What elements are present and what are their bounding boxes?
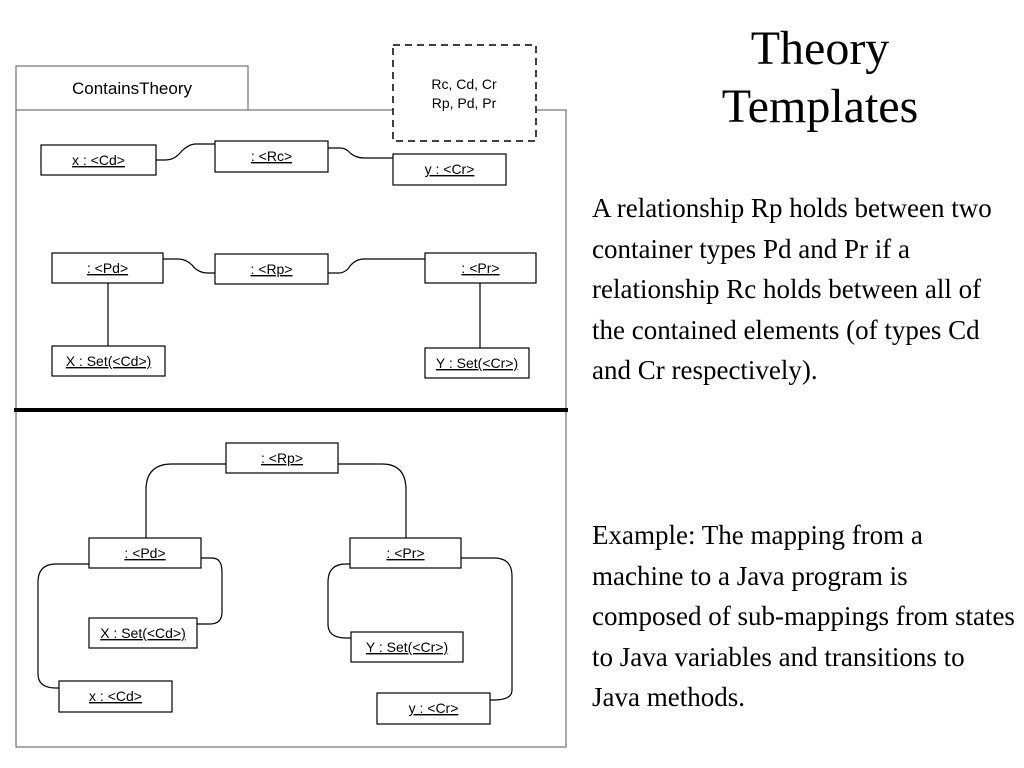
link-rp-pr — [328, 258, 425, 274]
description-paragraph: A relationship Rp holds between two cont… — [592, 193, 992, 385]
node-upper-pr: : <Pr> — [424, 252, 537, 284]
node-upper-rc-label: : <Rc> — [251, 148, 292, 164]
node-upper-y-set: Y : Set(<Cr>) — [424, 347, 530, 379]
link-xcd-rc — [156, 143, 215, 161]
node-upper-x-set: X : Set(<Cd>) — [51, 345, 166, 377]
node-upper-x-set-label: X : Set(<Cd>) — [66, 353, 152, 369]
node-lower-y-set: Y : Set(<Cr>) — [350, 631, 464, 663]
node-lower-pr-label: : <Pr> — [386, 545, 424, 561]
node-upper-pd: : <Pd> — [51, 252, 164, 284]
link-pd-rp — [163, 258, 215, 274]
node-upper-rp: : <Rp> — [214, 253, 329, 285]
link-pr-ycr-lower — [461, 557, 513, 701]
link-rp-pd-lower — [145, 463, 226, 538]
node-upper-pd-label: : <Pd> — [87, 260, 128, 276]
template-parameters-line2: Rp, Pd, Pr — [432, 95, 497, 111]
package-body — [15, 109, 567, 748]
link-rp-pr-lower — [338, 463, 407, 538]
node-lower-pd: : <Pd> — [88, 537, 202, 569]
node-upper-y-set-label: Y : Set(<Cr>) — [436, 355, 518, 371]
node-lower-y-set-label: Y : Set(<Cr>) — [366, 639, 448, 655]
node-lower-x-cd-label: x : <Cd> — [89, 688, 142, 704]
node-upper-rc: : <Rc> — [214, 140, 329, 173]
node-lower-rp-label: : <Rp> — [261, 450, 303, 466]
template-parameters-box — [392, 44, 537, 142]
package-tab-label: ContainsTheory — [72, 79, 193, 98]
node-lower-y-cr: y : <Cr> — [376, 692, 491, 725]
node-lower-rp: : <Rp> — [225, 442, 339, 474]
node-upper-pr-label: : <Pr> — [461, 260, 499, 276]
template-parameters-line1: Rc, Cd, Cr — [431, 76, 497, 92]
link-pd-xset-lower — [197, 557, 223, 625]
node-lower-pd-label: : <Pd> — [124, 545, 165, 561]
node-upper-x-cd-label: x : <Cd> — [72, 152, 125, 168]
link-pr-yset-lower — [327, 563, 351, 639]
node-upper-y-cr-label: y : <Cr> — [425, 161, 475, 177]
slide-title-line1: Theory — [750, 22, 890, 75]
node-lower-x-set-label: X : Set(<Cd>) — [100, 625, 186, 641]
slide-title: Theory Templates — [640, 20, 1000, 136]
node-lower-x-set: X : Set(<Cd>) — [88, 617, 198, 649]
node-lower-y-cr-label: y : <Cr> — [409, 700, 459, 716]
node-upper-rp-label: : <Rp> — [250, 261, 292, 277]
node-upper-x-cd: x : <Cd> — [40, 144, 157, 176]
link-pd-xcd-lower — [37, 563, 89, 689]
slide-title-line2: Templates — [721, 80, 919, 133]
node-upper-y-cr: y : <Cr> — [392, 153, 507, 186]
example-paragraph: Example: The mapping from a machine to a… — [592, 520, 1015, 712]
link-rc-ycr — [328, 147, 393, 159]
package-tab — [15, 65, 249, 111]
node-lower-pr: : <Pr> — [349, 537, 462, 569]
node-lower-x-cd: x : <Cd> — [58, 680, 173, 713]
